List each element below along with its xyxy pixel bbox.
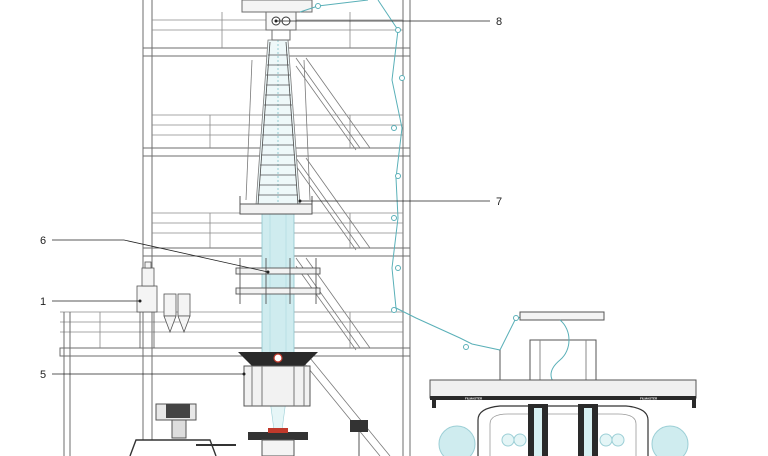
callout-5-label: 5 (40, 369, 46, 381)
tower-frame (59, 0, 411, 456)
calibration-cage (235, 258, 321, 304)
extruder (129, 403, 368, 456)
cage-platform (239, 196, 313, 215)
staircases (295, 57, 391, 456)
collapsing-frame (245, 39, 311, 206)
callout-7-label: 7 (496, 196, 502, 208)
callout-8-label: 8 (496, 16, 502, 28)
callouts: 8 7 6 1 5 (40, 16, 502, 381)
callout-1-label: 1 (40, 296, 46, 308)
maker-text-right: FILMASTER (640, 397, 658, 401)
die-air-ring (238, 352, 318, 407)
winder: FILMASTER FILMASTER (429, 311, 697, 456)
callout-6-label: 6 (40, 235, 46, 247)
maker-text-left: FILMASTER (465, 397, 483, 401)
dosing-hoppers (136, 261, 191, 348)
film-path (299, 0, 581, 351)
